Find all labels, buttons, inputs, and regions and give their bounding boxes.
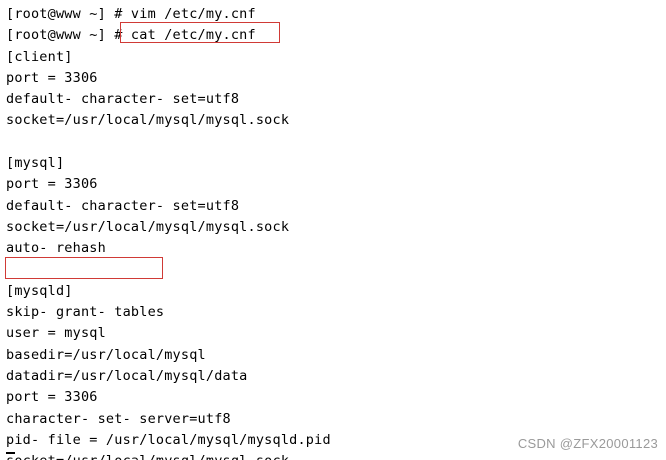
terminal-line: basedir=/usr/local/mysql [6,346,206,363]
terminal-line: skip- grant- tables [6,304,165,321]
terminal-line: default- character- set=utf8 [6,197,240,214]
terminal-cursor [6,452,15,454]
terminal-line: datadir=/usr/local/mysql/data [6,368,248,385]
terminal-output: [root@www ~] # vim /etc/my.cnf [root@www… [6,4,666,460]
terminal-line-blank [6,132,666,153]
terminal-line: default- character- set=utf8 [6,91,240,108]
terminal-line: pid- file = /usr/local/mysql/mysqld.pid [6,431,331,448]
terminal-line-blank [6,260,666,281]
terminal-line: user = mysql [6,325,106,342]
terminal-line: socket=/usr/local/mysql/mysql.sock [6,112,290,129]
terminal-line: port = 3306 [6,389,98,406]
terminal-line: [mysql] [6,155,65,172]
terminal-line: socket=/usr/local/mysql/mysql.sock [6,218,290,235]
terminal-line: auto- rehash [6,240,106,257]
terminal-line: port = 3306 [6,176,98,193]
terminal-line: [client] [6,48,73,65]
terminal-line: port = 3306 [6,69,98,86]
terminal-line: [root@www ~] # vim /etc/my.cnf [6,6,256,22]
terminal-line: socket=/usr/local/mysql/mysql.sock [6,451,666,460]
terminal-line: [mysqld] [6,282,73,299]
terminal-line: character- set- server=utf8 [6,410,231,427]
terminal-line: [root@www ~] # cat /etc/my.cnf [6,27,256,44]
watermark: CSDN @ZFX20001123 [517,435,658,451]
